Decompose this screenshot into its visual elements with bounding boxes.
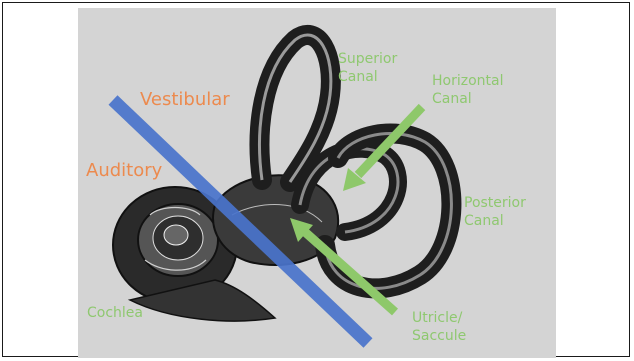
vestibular-label: Vestibular xyxy=(140,89,230,112)
posterior-canal-label-line-1: Posterior xyxy=(464,195,526,213)
posterior-canal-label: Posterior Canal xyxy=(464,195,526,230)
horizontal-canal-label-line-2: Canal xyxy=(432,91,503,109)
utricle-saccule-label-line-2: Saccule xyxy=(412,328,466,346)
utricle-saccule-label: Utricle/ Saccule xyxy=(412,310,466,345)
utricle-saccule-label-line-1: Utricle/ xyxy=(412,310,466,328)
posterior-canal-label-line-2: Canal xyxy=(464,213,526,231)
cochlea-label: Cochlea xyxy=(87,305,143,323)
superior-canal-label-line-1: Superior xyxy=(338,51,397,69)
auditory-label: Auditory xyxy=(86,160,162,183)
superior-canal-label: Superior Canal xyxy=(338,51,397,86)
superior-canal-label-line-2: Canal xyxy=(338,69,397,87)
horizontal-canal-label: Horizontal Canal xyxy=(432,73,503,108)
horizontal-canal-label-line-1: Horizontal xyxy=(432,73,503,91)
